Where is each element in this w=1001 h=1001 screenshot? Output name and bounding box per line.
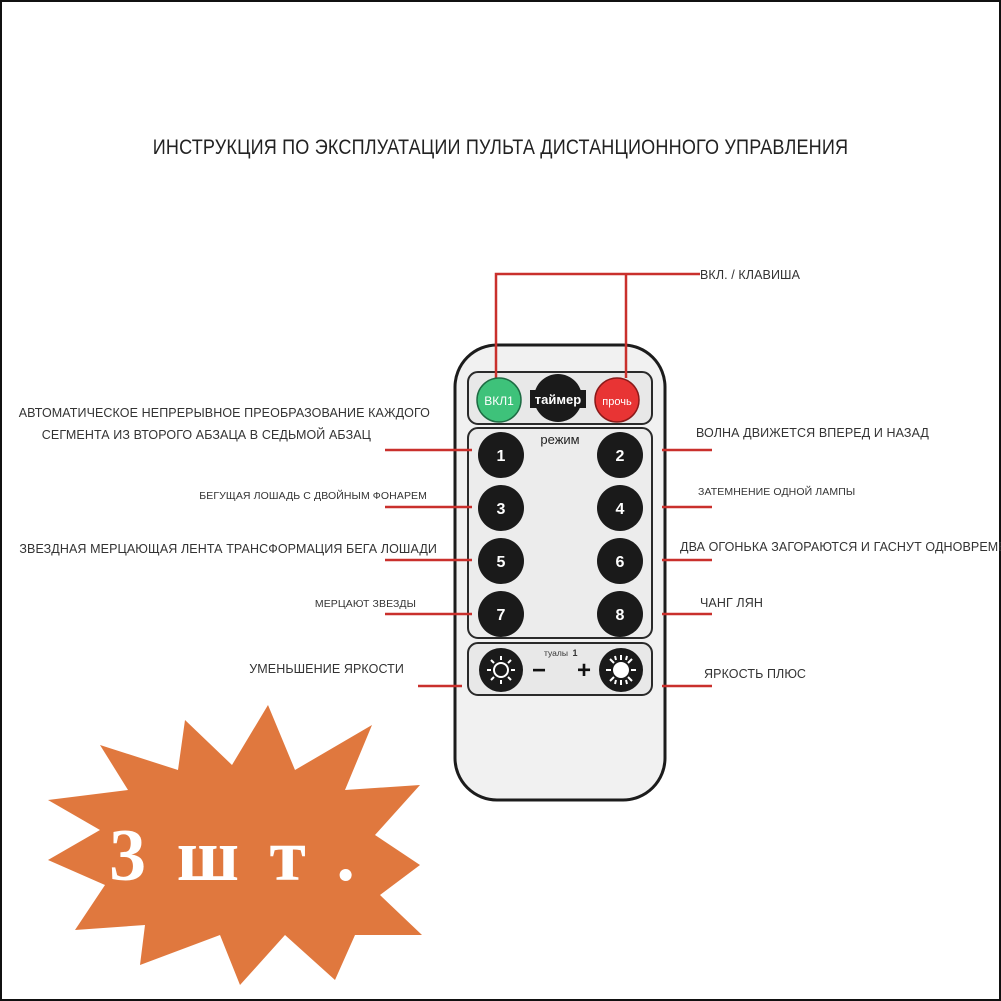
off-button[interactable]: прочь xyxy=(594,377,640,423)
label-auto-line2: СЕГМЕНТА ИЗ ВТОРОГО АБЗАЦА В СЕДЬМОЙ АБЗ… xyxy=(41,428,371,442)
mode-button-4[interactable]: 4 xyxy=(597,485,643,531)
mode-panel xyxy=(467,427,653,639)
off-button-label: прочь xyxy=(602,396,632,408)
plus-sign: + xyxy=(577,657,591,684)
page-title: ИНСТРУКЦИЯ ПО ЭКСПЛУАТАЦИИ ПУЛЬТА ДИСТАН… xyxy=(152,136,849,159)
mode-button-7-label: 7 xyxy=(497,607,506,624)
label-on-key: ВКЛ. / КЛАВИША xyxy=(700,268,801,282)
on-button-label: ВКЛ1 xyxy=(484,394,514,408)
mode-button-1[interactable]: 1 xyxy=(478,432,524,478)
left-leaders xyxy=(385,448,472,688)
mode-button-2-label: 2 xyxy=(616,448,625,465)
mode-button-3-label: 3 xyxy=(497,501,506,518)
timer-button-label: таймер xyxy=(535,392,581,407)
brightness-caption: туалы xyxy=(544,648,568,658)
sun-bright-icon xyxy=(606,655,636,685)
label-brightness-down: УМЕНЬШЕНИЕ ЯРКОСТИ xyxy=(249,662,404,676)
mode-caption: режим xyxy=(540,432,579,447)
brightness-caption-mark: 1 xyxy=(572,648,577,658)
mode-button-8[interactable]: 8 xyxy=(597,591,643,637)
mode-button-5-label: 5 xyxy=(497,554,506,571)
label-wave: ВОЛНА ДВИЖЕТСЯ ВПЕРЕД И НАЗАД xyxy=(696,426,929,440)
mode-button-6-label: 6 xyxy=(616,554,625,571)
label-auto-line1: АВТОМАТИЧЕСКОЕ НЕПРЕРЫВНОЕ ПРЕОБРАЗОВАНИ… xyxy=(18,406,430,420)
label-dimming: ЗАТЕМНЕНИЕ ОДНОЙ ЛАМПЫ xyxy=(698,486,856,498)
brightness-down-button[interactable] xyxy=(479,648,523,692)
label-running-horse: БЕГУЩАЯ ЛОШАДЬ С ДВОЙНЫМ ФОНАРЕМ xyxy=(199,490,427,502)
on-button[interactable]: ВКЛ1 xyxy=(476,377,522,423)
timer-button[interactable]: таймер xyxy=(530,374,586,422)
label-two-lights: ДВА ОГОНЬКА ЗАГОРАЮТСЯ И ГАСНУТ ОДНОВРЕМ… xyxy=(680,540,1001,554)
mode-button-4-label: 4 xyxy=(616,501,625,518)
sun-dim-icon xyxy=(487,656,515,684)
mode-button-8-label: 8 xyxy=(616,607,625,624)
mode-button-6[interactable]: 6 xyxy=(597,538,643,584)
mode-button-2[interactable]: 2 xyxy=(597,432,643,478)
badge-text: 3 ш т . xyxy=(109,815,361,897)
brightness-up-button[interactable] xyxy=(599,648,643,692)
on-key-connector xyxy=(494,272,700,378)
minus-sign: − xyxy=(532,657,546,684)
mode-button-1-label: 1 xyxy=(497,448,506,465)
starburst-badge xyxy=(48,705,422,985)
label-twinkle: МЕРЦАЮТ ЗВЕЗДЫ xyxy=(314,598,416,610)
label-star-strip: ЗВЕЗДНАЯ МЕРЦАЮЩАЯ ЛЕНТА ТРАНСФОРМАЦИЯ Б… xyxy=(19,542,437,556)
label-brightness-up: ЯРКОСТЬ ПЛЮС xyxy=(704,667,807,681)
label-chang-lyan: ЧАНГ ЛЯН xyxy=(700,596,763,610)
mode-button-5[interactable]: 5 xyxy=(478,538,524,584)
mode-button-7[interactable]: 7 xyxy=(478,591,524,637)
mode-button-3[interactable]: 3 xyxy=(478,485,524,531)
right-leaders xyxy=(662,448,712,688)
